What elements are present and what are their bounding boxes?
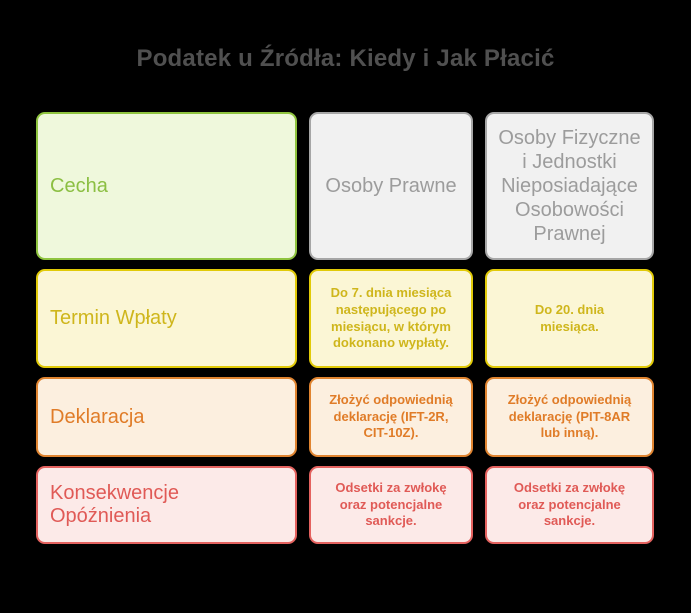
- cell-konsekwencje-osoby-prawne: Odsetki za zwłokę oraz potencjalne sankc…: [309, 466, 473, 544]
- row-label-konsekwencje-opoznienia: Konsekwencje Opóźnienia: [36, 466, 297, 544]
- cell-termin-osoby-prawne: Do 7. dnia miesiąca następującego po mie…: [309, 269, 473, 368]
- column-header-osoby-prawne: Osoby Prawne: [309, 112, 473, 260]
- diagram-title: Podatek u Źródła: Kiedy i Jak Płacić: [136, 45, 555, 72]
- cell-termin-osoby-fizyczne: Do 20. dnia miesiąca.: [485, 269, 654, 368]
- row-label-deklaracja: Deklaracja: [36, 377, 297, 457]
- row-label-cecha: Cecha: [36, 112, 297, 260]
- comparison-table: Cecha Osoby Prawne Osoby Fizyczne i Jedn…: [36, 112, 654, 544]
- cell-konsekwencje-osoby-fizyczne: Odsetki za zwłokę oraz potencjalne sankc…: [485, 466, 654, 544]
- column-header-osoby-fizyczne: Osoby Fizyczne i Jednostki Nieposiadając…: [485, 112, 654, 260]
- cell-deklaracja-osoby-fizyczne: Złożyć odpowiednią deklarację (PIT-8AR l…: [485, 377, 654, 457]
- cell-deklaracja-osoby-prawne: Złożyć odpowiednią deklarację (IFT-2R, C…: [309, 377, 473, 457]
- row-label-termin-wplaty: Termin Wpłaty: [36, 269, 297, 368]
